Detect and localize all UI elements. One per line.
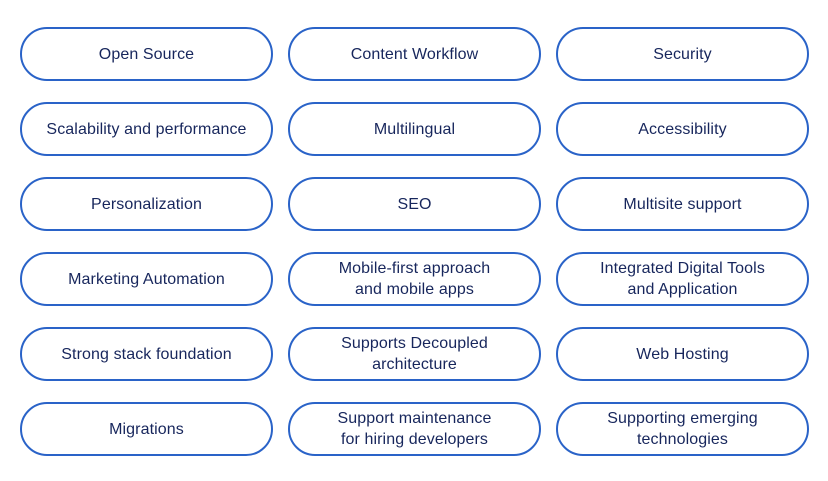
feature-pill-label: Marketing Automation	[68, 270, 225, 288]
feature-pill-multisite-support: Multisite support	[556, 177, 809, 231]
feature-pill-label: Supports Decoupled architecture	[341, 335, 488, 373]
feature-pill-web-hosting: Web Hosting	[556, 327, 809, 381]
feature-pill-support-maintenance: Support maintenance for hiring developer…	[288, 402, 541, 456]
feature-pill-personalization: Personalization	[20, 177, 273, 231]
feature-pill-multilingual: Multilingual	[288, 102, 541, 156]
feature-pill-label: Content Workflow	[350, 45, 479, 63]
feature-pill-label: Supporting emerging technologies	[607, 410, 758, 448]
feature-pill-label: Security	[653, 45, 712, 63]
feature-pill-seo: SEO	[288, 177, 541, 231]
feature-pill-label: Multisite support	[623, 195, 742, 213]
feature-pill-label: Scalability and performance	[46, 120, 247, 138]
feature-pill-label: Integrated Digital Tools and Application	[600, 260, 765, 298]
feature-pill-label: Multilingual	[373, 120, 456, 138]
feature-pill-label: Web Hosting	[636, 345, 729, 363]
feature-pill-grid: Open Source Content Workflow Security Sc…	[20, 27, 809, 456]
feature-pill-label: SEO	[397, 195, 432, 213]
feature-pill-label: Open Source	[98, 45, 195, 63]
feature-pill-migrations: Migrations	[20, 402, 273, 456]
feature-pill-label: Strong stack foundation	[61, 345, 232, 363]
feature-pill-accessibility: Accessibility	[556, 102, 809, 156]
feature-pill-label: Accessibility	[638, 120, 727, 138]
feature-pill-marketing-automation: Marketing Automation	[20, 252, 273, 306]
feature-pill-security: Security	[556, 27, 809, 81]
feature-pill-integrated-digital-tools: Integrated Digital Tools and Application	[556, 252, 809, 306]
feature-pill-scalability-performance: Scalability and performance	[20, 102, 273, 156]
feature-pill-emerging-technologies: Supporting emerging technologies	[556, 402, 809, 456]
feature-pill-decoupled-architecture: Supports Decoupled architecture	[288, 327, 541, 381]
feature-pill-label: Support maintenance for hiring developer…	[337, 410, 492, 448]
feature-pill-open-source: Open Source	[20, 27, 273, 81]
feature-pill-mobile-first: Mobile-first approach and mobile apps	[288, 252, 541, 306]
feature-pill-label: Migrations	[109, 420, 184, 438]
feature-pill-label: Personalization	[91, 195, 202, 213]
feature-pill-label: Mobile-first approach and mobile apps	[338, 260, 491, 298]
feature-pill-strong-stack-foundation: Strong stack foundation	[20, 327, 273, 381]
feature-pill-content-workflow: Content Workflow	[288, 27, 541, 81]
